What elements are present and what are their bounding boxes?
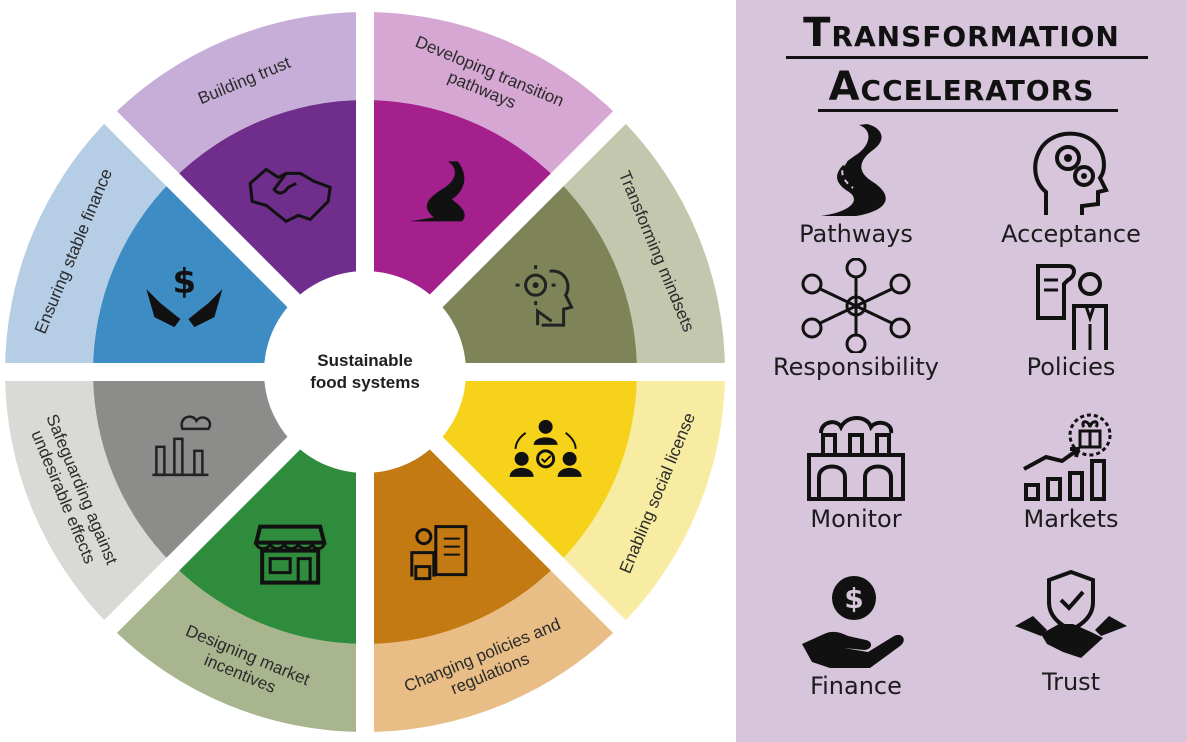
policy-document-icon: [410, 525, 468, 581]
accelerator-label: Acceptance: [1001, 220, 1141, 248]
wheel-segment-trust: Building trust: [110, 12, 365, 305]
segment-divider: [102, 109, 305, 312]
outer-band: [5, 117, 173, 372]
center-label-line: food systems: [310, 373, 420, 392]
handshake-icon: [248, 167, 332, 224]
head-gears-icon: [1033, 131, 1109, 215]
center-label-line: Sustainable: [317, 351, 412, 370]
accelerator-label: Responsibility: [772, 353, 940, 381]
road-icon: [409, 161, 465, 222]
outer-band: [365, 12, 620, 180]
mindset-icon: [515, 265, 574, 327]
accelerator-label: Pathways: [799, 220, 913, 248]
money-hands-icon: $: [146, 262, 223, 328]
inner-band: [172, 100, 365, 305]
inner-band: [365, 439, 558, 644]
accelerator-monitor: Monitor: [746, 405, 966, 533]
title-rule-bottom: [818, 109, 1118, 112]
outer-band: [557, 372, 725, 627]
wheel-diagram: Developing transitionpathwaysTransformin…: [3, 10, 727, 734]
wheel-segment-finance: $Ensuring stable finance: [5, 117, 298, 372]
accelerator-label: Trust: [1041, 668, 1101, 696]
storefront-icon: [253, 524, 327, 585]
accelerators-panel: Transformation Accelerators Pathways Acc…: [736, 0, 1187, 742]
winding-road-icon: [821, 124, 886, 216]
network-people-icon: [801, 258, 911, 353]
shield-handshake-icon: [1015, 569, 1127, 658]
panel-title-line-2: Accelerators: [828, 64, 1095, 110]
accelerator-label: Policies: [1026, 353, 1116, 381]
factory-icon: [152, 415, 212, 477]
presenter-document-icon: [1036, 264, 1108, 350]
accelerator-label: Markets: [1023, 505, 1119, 533]
outer-band: [4, 372, 173, 627]
outer-band: [110, 564, 365, 732]
social-group-icon: [509, 419, 582, 477]
outer-band: [365, 564, 620, 732]
accelerator-label: Monitor: [810, 505, 902, 533]
panel-title-line-1: Transformation: [803, 10, 1120, 56]
accelerator-pathways: Pathways: [746, 120, 966, 248]
title-rule-top: [786, 56, 1148, 59]
accelerator-label: Finance: [810, 672, 902, 700]
accelerator-policies: Policies: [961, 258, 1181, 381]
outer-band: [557, 117, 725, 372]
accelerator-markets: Markets: [961, 405, 1181, 533]
svg-text:$: $: [173, 262, 197, 302]
inner-band: [432, 372, 637, 565]
growth-chart-gift-icon: [1023, 413, 1112, 501]
dollar-hand-icon: $: [802, 576, 904, 668]
segment-divider: [425, 109, 628, 312]
center-circle: [264, 271, 466, 473]
inner-band: [365, 100, 558, 305]
accelerator-acceptance: Acceptance: [961, 120, 1181, 248]
inner-band: [93, 179, 298, 372]
segment-divider: [102, 432, 305, 635]
accelerator-trust: Trust: [961, 568, 1181, 696]
outer-band: [110, 12, 365, 180]
accelerator-responsibility: Responsibility: [746, 258, 966, 381]
wheel-segment-transforming: Transforming mindsets: [432, 117, 725, 372]
svg-text:$: $: [844, 582, 863, 615]
segment-divider: [425, 432, 628, 635]
wheel-segment-enabling: Enabling social license: [432, 372, 725, 627]
factory-pipes-icon: [807, 416, 905, 501]
accelerator-finance: $ Finance: [746, 572, 966, 700]
